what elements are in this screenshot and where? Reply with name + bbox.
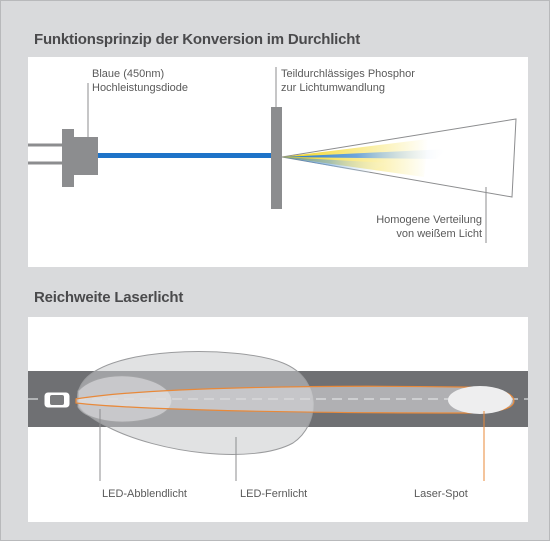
diode-label-line1: Blaue (450nm) (92, 68, 165, 80)
output-label-line2: von weißem Licht (396, 228, 482, 240)
diode-label: Blaue (450nm) Hochleistungsdiode (92, 67, 188, 95)
range-diagram-panel: LED-Abblendlicht LED-Fernlicht Laser-Spo… (28, 317, 528, 522)
output-cone-yellow (282, 139, 428, 177)
section2-title: Reichweite Laserlicht (34, 289, 184, 306)
output-cone-blue-lower (282, 157, 388, 173)
car-window (50, 395, 64, 405)
low-beam-label: LED-Abblendlicht (102, 488, 187, 500)
output-label: Homogene Verteilung von weißem Licht (376, 213, 482, 241)
phosphor-label: Teildurchlässiges Phosphor zur Lichtumwa… (281, 67, 415, 95)
laser-beam (98, 153, 272, 158)
conversion-diagram-panel: Blaue (450nm) Hochleistungsdiode Teildur… (28, 57, 528, 267)
output-cone-blue (282, 149, 448, 159)
phosphor-label-line1: Teildurchlässiges Phosphor (281, 68, 415, 80)
phosphor-label-line2: zur Lichtumwandlung (281, 82, 385, 94)
output-label-line1: Homogene Verteilung (376, 214, 482, 226)
high-beam-label: LED-Fernlicht (240, 488, 308, 500)
laser-spot-label: Laser-Spot (414, 488, 468, 500)
diode-label-line2: Hochleistungsdiode (92, 82, 189, 94)
phosphor-plate (271, 107, 282, 209)
conversion-diagram (28, 67, 517, 243)
diode-housing (74, 137, 98, 175)
diode-flange (62, 129, 74, 187)
range-diagram (28, 351, 528, 481)
section1-title: Funktionsprinzip der Konversion im Durch… (34, 31, 361, 48)
laser-range-area (75, 385, 515, 414)
laser-spot-glow (448, 386, 512, 414)
